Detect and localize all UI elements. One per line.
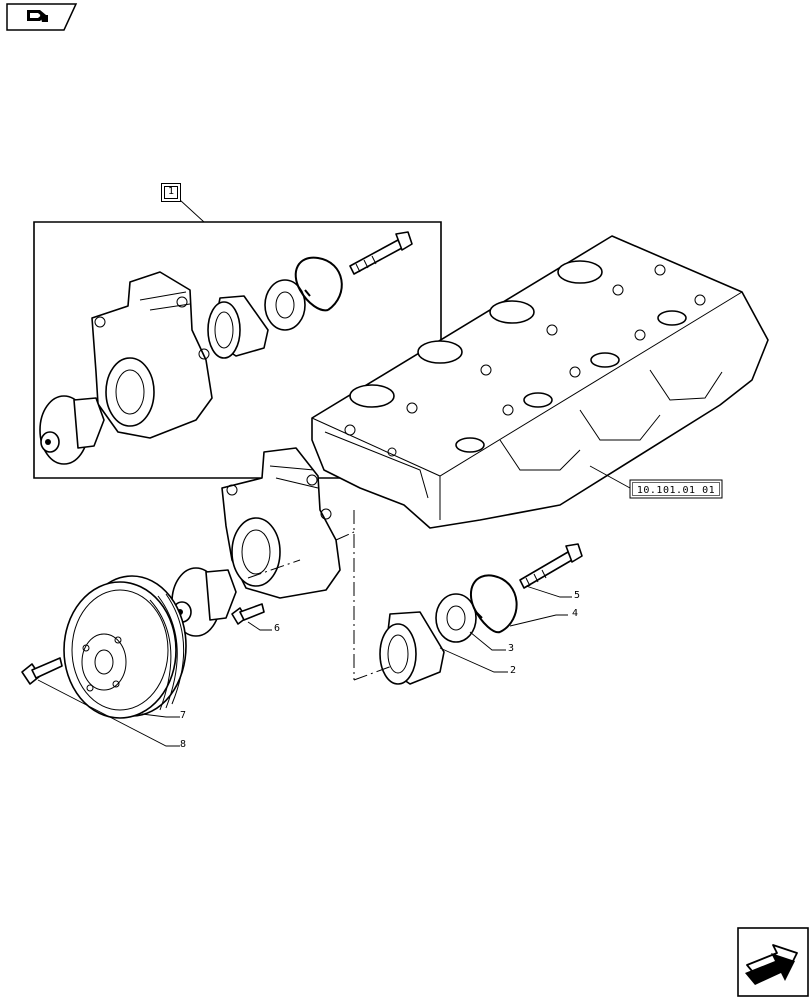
next-page-button[interactable]: [737, 927, 809, 997]
bolt-6-icon: [231, 603, 265, 625]
kit-water-pump-housing: [91, 271, 213, 439]
callout-6: 6: [274, 623, 281, 634]
cross-reference-label: 10.101.01 01: [637, 485, 715, 496]
kit-callout-label: 1: [167, 186, 175, 197]
kit-seal: [264, 279, 306, 331]
cross-reference-callout[interactable]: 10.101.01 01: [589, 465, 723, 499]
callout-7: 7: [180, 710, 187, 721]
bearing-icon: [379, 611, 445, 685]
water-pump-housing-icon: [221, 447, 341, 599]
fan-pulley-icon: [63, 575, 187, 719]
bolt-icon: [519, 543, 583, 589]
callout-4: 4: [572, 608, 579, 619]
kit-pump-hub: [39, 395, 105, 465]
next-page-arrow-icon: [745, 944, 798, 985]
previous-page-button[interactable]: [0, 0, 80, 36]
previous-page-arrow-icon: [27, 10, 48, 22]
kit-snap-ring: [294, 256, 343, 312]
callout-5: 5: [574, 590, 581, 601]
callout-leaders: [37, 585, 572, 747]
snap-ring-icon: [469, 574, 518, 634]
kit-bolt: [349, 231, 413, 275]
cylinder-head-icon: [311, 235, 769, 529]
bolt-8-icon: [21, 657, 63, 685]
kit-callout[interactable]: 1: [161, 183, 181, 202]
seal-ring-icon: [435, 593, 477, 643]
pump-hub-icon: [171, 567, 237, 637]
alignment-lines: [247, 510, 393, 681]
callout-8: 8: [180, 739, 187, 750]
callout-3: 3: [508, 643, 515, 654]
kit-bearing: [207, 295, 269, 359]
callout-2: 2: [510, 665, 517, 676]
